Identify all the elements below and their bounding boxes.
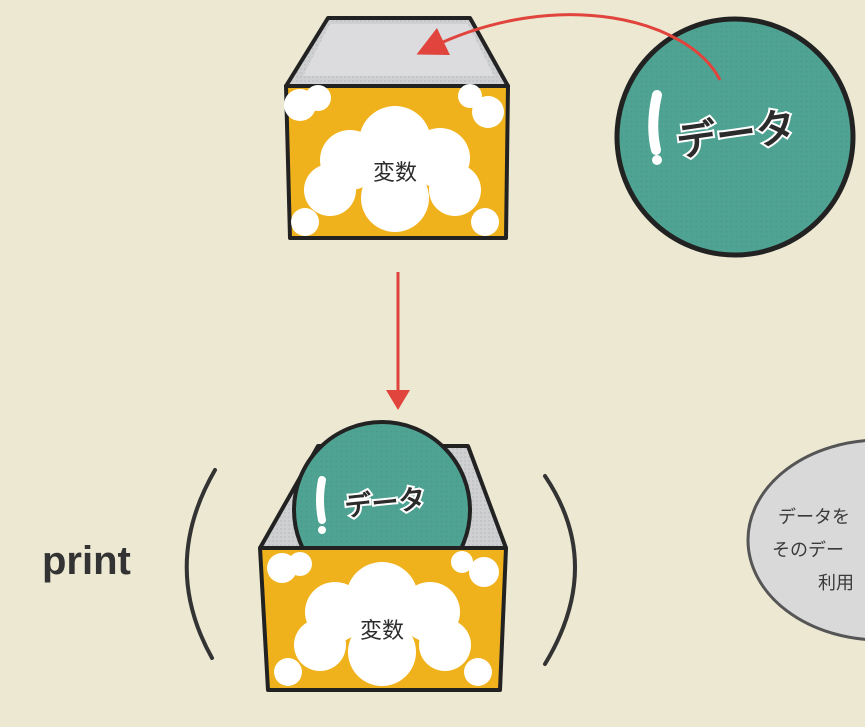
top-box-label: 変数 bbox=[373, 161, 417, 186]
bottom-ball-highlight bbox=[316, 476, 326, 524]
bubble-line-2: そのデー bbox=[772, 540, 844, 561]
bottom-variable-box: データ 変数 bbox=[258, 420, 508, 692]
down-arrow-head bbox=[386, 390, 410, 410]
top-variable-box: 変数 bbox=[284, 16, 510, 240]
left-parenthesis bbox=[184, 468, 217, 660]
curved-arrow-data-to-box bbox=[416, 13, 722, 81]
bottom-box-label: 変数 bbox=[360, 619, 404, 644]
top-box-cloud bbox=[284, 84, 504, 236]
data-ball: データ bbox=[614, 16, 856, 258]
bottom-box-cloud bbox=[267, 551, 499, 686]
right-parenthesis bbox=[543, 474, 577, 666]
speech-bubble: データを そのデー 利用 bbox=[746, 439, 865, 641]
ball-highlight bbox=[648, 90, 662, 155]
bubble-line-3: 利用 bbox=[818, 573, 854, 594]
bubble-line-1: データを bbox=[778, 507, 850, 528]
print-function-label: print bbox=[42, 539, 131, 583]
